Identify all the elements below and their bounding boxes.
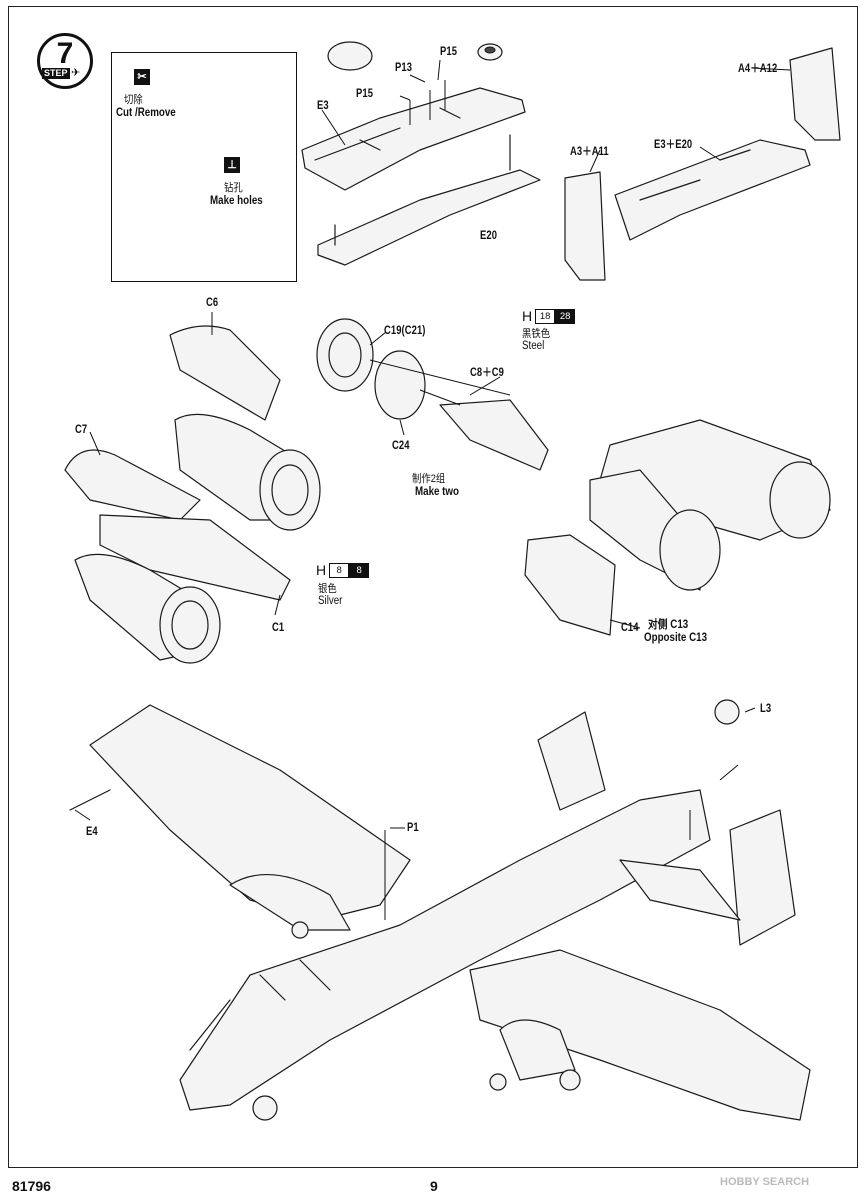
inset-panel: ✂ 切除 Cut /Remove ⊥ 钻孔 Make holes [111,52,297,282]
cut-label-en: Cut /Remove [116,107,176,119]
opposite-en: Opposite C13 [644,632,708,644]
part-label-p13: P13 [395,62,413,74]
part-label-c6: C6 [206,297,219,309]
engine-left-drawing [64,325,321,664]
catalog-number: 81796 [12,1178,51,1194]
stabilizer-drawing [301,41,541,266]
part-label-p15-left: P15 [356,88,374,100]
part-label-p15-top: P15 [440,46,458,58]
part-label-l3: L3 [760,703,772,715]
holes-label-cn: 钻孔 [224,182,243,194]
page-frame [8,6,858,1168]
paint-steel-cn: 黑铁色 [522,328,551,340]
step-number: 7 [56,37,74,70]
part-label-c8-c9: C8＋C9 [470,367,504,379]
cut-icon: ✂ [134,69,150,85]
leader-lines [74,59,791,829]
part-label-c14: C14 [621,622,639,634]
part-label-e3-e20: E3＋E20 [654,139,693,151]
part-label-e3: E3 [317,100,329,112]
paint-silver-code1: 8 [329,562,350,578]
paint-steel-codes: H 18 28 [522,308,576,324]
part-label-p1: P1 [407,822,419,834]
paint-silver-en: Silver [318,595,343,607]
paint-steel-code1: 18 [535,308,556,324]
part-label-a4-a12: A4＋A12 [738,63,778,75]
paint-silver-code2: 8 [349,562,370,578]
paint-steel-code2: 28 [555,308,576,324]
engine-right-drawing [524,419,831,636]
paint-steel-en: Steel [522,340,545,352]
cut-label-cn: 切除 [124,94,143,106]
part-label-c24: C24 [392,440,410,452]
part-label-e20: E20 [480,230,498,242]
paint-silver-codes: H 8 8 [316,562,370,578]
page-number: 9 [430,1178,438,1194]
plane-icon: ✈ [71,67,81,79]
drill-icon: ⊥ [224,157,240,173]
engine-center-drawing [316,318,549,471]
watermark: HOBBY SEARCH [720,1176,810,1188]
part-label-e4: E4 [86,826,98,838]
step-badge: 7 STEP ✈ [37,33,93,89]
part-label-c7: C7 [75,424,88,436]
tail-drawing [564,47,841,281]
holes-label-en: Make holes [210,195,263,207]
paint-steel-letter: H [522,308,533,324]
paint-silver-letter: H [316,562,327,578]
aircraft-drawing [69,699,811,1121]
opposite-cn: 对侧 C13 [648,619,689,631]
step-label: STEP [42,68,70,79]
part-label-c1: C1 [272,622,285,634]
part-label-a3-a11: A3＋A11 [570,146,609,158]
paint-silver-cn: 银色 [318,583,337,595]
make-two-en: Make two [415,486,460,498]
make-two-cn: 制作2组 [412,473,446,485]
part-label-c19-c21: C19(C21) [384,325,426,337]
